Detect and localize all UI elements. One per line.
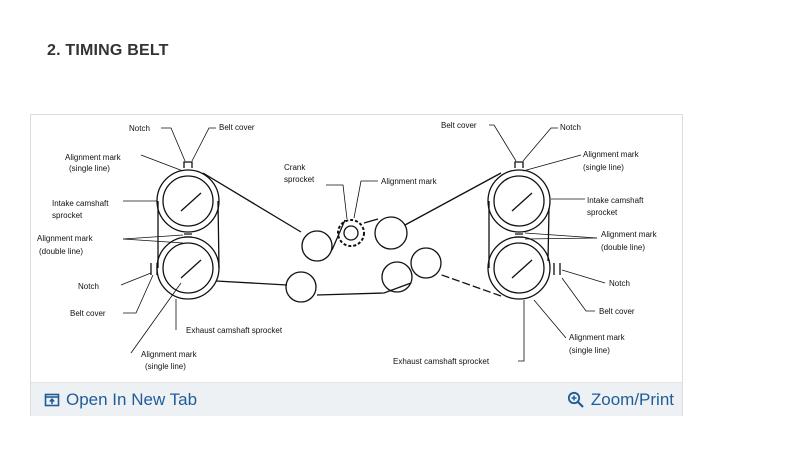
label-belt-cover-bl: Belt cover [70, 309, 106, 318]
idler-right-upper [374, 216, 408, 250]
left-intake-sprocket-inner [162, 175, 214, 227]
idler-left-lower [285, 271, 317, 303]
label-notch-bl: Notch [78, 282, 99, 291]
label-intake-l-2: sprocket [52, 211, 83, 220]
label-exhaust-l: Exhaust camshaft sprocket [186, 326, 283, 335]
label-exhaust-r: Exhaust camshaft sprocket [393, 357, 490, 366]
label-align-double-r-2: (double line) [601, 243, 645, 252]
label-align-single-bl-1: Alignment mark [141, 350, 198, 359]
label-align-single-l-2: (single line) [69, 164, 110, 173]
label-align-single-br-1: Alignment mark [569, 333, 626, 342]
diagram-card: Notch Belt cover Alignment mark (single … [30, 114, 683, 416]
label-align-single-r-1: Alignment mark [583, 150, 640, 159]
zoom-in-icon [567, 391, 584, 408]
crank-sprocket-hub [343, 225, 359, 241]
label-intake-r-2: sprocket [587, 208, 618, 217]
belt-seg-1 [202, 172, 302, 233]
left-exhaust-sprocket-inner [162, 242, 214, 294]
label-align-double-l-1: Alignment mark [37, 234, 94, 243]
diagram-toolbar: Open In New Tab Zoom/Print [31, 382, 682, 416]
right-exhaust-sprocket-outer [487, 236, 551, 300]
open-in-new-tab-button[interactable]: Open In New Tab [44, 383, 197, 416]
zoom-print-button[interactable]: Zoom/Print [567, 383, 674, 416]
label-crank-2: sprocket [284, 175, 315, 184]
zoom-print-label: Zoom/Print [590, 389, 674, 409]
left-exhaust-sprocket-outer [156, 236, 220, 300]
label-align-single-l-1: Alignment mark [65, 153, 122, 162]
crank-sprocket [337, 219, 365, 247]
left-intake-sprocket-outer [156, 169, 220, 233]
open-in-new-tab-label: Open In New Tab [66, 389, 198, 409]
right-intake-sprocket-outer [487, 169, 551, 233]
label-belt-cover-tl: Belt cover [219, 123, 255, 132]
label-notch-tr: Notch [560, 123, 581, 132]
idler-right-lower [410, 247, 442, 279]
label-notch-br: Notch [609, 279, 630, 288]
label-intake-r-1: Intake camshaft [587, 196, 644, 205]
label-notch-tl: Notch [129, 124, 150, 133]
label-align-single-br-2: (single line) [569, 346, 610, 355]
timing-belt-svg: Notch Belt cover Alignment mark (single … [37, 121, 658, 371]
label-intake-l-1: Intake camshaft [52, 199, 109, 208]
timing-belt-diagram: Notch Belt cover Alignment mark (single … [31, 115, 682, 382]
label-crank-1: Crank [284, 163, 306, 172]
label-align-crank: Alignment mark [381, 177, 438, 186]
label-align-single-r-2: (single line) [583, 163, 624, 172]
label-align-double-r-1: Alignment mark [601, 230, 658, 239]
right-exhaust-sprocket-inner [493, 242, 545, 294]
idler-right-mid [381, 261, 413, 293]
label-align-double-l-2: (double line) [39, 247, 83, 256]
open-new-tab-icon [44, 393, 60, 406]
label-align-single-bl-2: (single line) [145, 362, 186, 371]
idler-left-upper [301, 230, 333, 262]
section-title: 2. TIMING BELT [47, 42, 169, 59]
label-belt-cover-tr: Belt cover [441, 121, 477, 130]
right-intake-sprocket-inner [493, 175, 545, 227]
label-belt-cover-br: Belt cover [599, 307, 635, 316]
